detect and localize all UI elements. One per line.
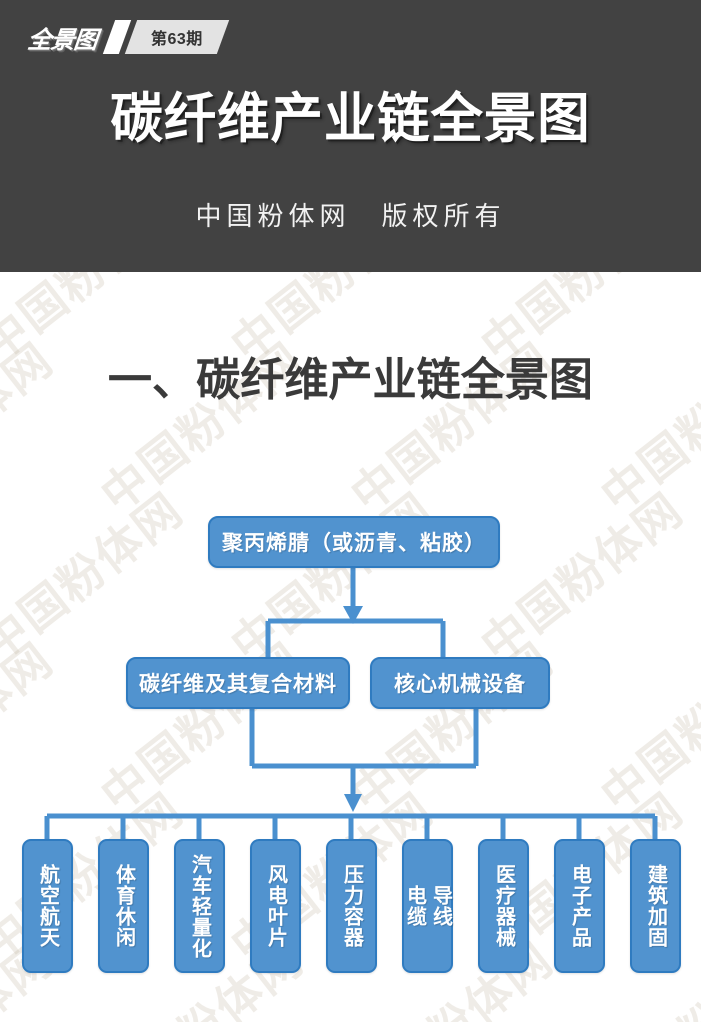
node-downstream-wind-blades[interactable]: 风电叶片 <box>250 839 301 973</box>
node-midstream-equipment[interactable]: 核心机械设备 <box>370 657 550 709</box>
node-label: 碳纤维及其复合材料 <box>139 673 337 696</box>
node-downstream-wire-cable[interactable]: 导线 电缆 <box>402 839 453 973</box>
node-label: 体育休闲 <box>112 864 135 948</box>
section-heading: 一、碳纤维产业链全景图 <box>107 354 594 405</box>
node-label: 医疗器械 <box>492 864 515 948</box>
node-label: 汽车轻量化 <box>188 853 211 959</box>
node-downstream-building-reinforce[interactable]: 建筑加固 <box>630 839 681 973</box>
node-downstream-pressure-vessel[interactable]: 压力容器 <box>326 839 377 973</box>
copyright-subtitle: 中国粉体网 版权所有 <box>195 201 506 231</box>
header-band: 全景图 第63期 碳纤维产业链全景图 中国粉体网 版权所有 <box>0 0 701 272</box>
arrowhead-root <box>343 606 363 624</box>
node-downstream-sports-leisure[interactable]: 体育休闲 <box>98 839 149 973</box>
node-label: 电子产品 <box>568 864 591 948</box>
node-downstream-auto-lightweight[interactable]: 汽车轻量化 <box>174 839 225 973</box>
node-label: 导线 电缆 <box>403 885 452 927</box>
node-label: 风电叶片 <box>264 864 287 948</box>
node-label: 核心机械设备 <box>394 673 526 696</box>
node-downstream-medical-device[interactable]: 医疗器械 <box>478 839 529 973</box>
node-label: 聚丙烯腈（或沥青、粘胶） <box>222 532 486 555</box>
node-label: 航空航天 <box>36 864 59 948</box>
node-midstream-carbon-fiber[interactable]: 碳纤维及其复合材料 <box>126 657 350 709</box>
node-downstream-aerospace[interactable]: 航空航天 <box>22 839 73 973</box>
node-downstream-electronics[interactable]: 电子产品 <box>554 839 605 973</box>
page-title: 碳纤维产业链全景图 <box>110 89 591 149</box>
node-label: 建筑加固 <box>644 864 667 948</box>
node-label: 压力容器 <box>340 864 363 948</box>
node-upstream-raw-material[interactable]: 聚丙烯腈（或沥青、粘胶） <box>208 516 500 568</box>
arrowhead-downstream <box>344 794 362 812</box>
